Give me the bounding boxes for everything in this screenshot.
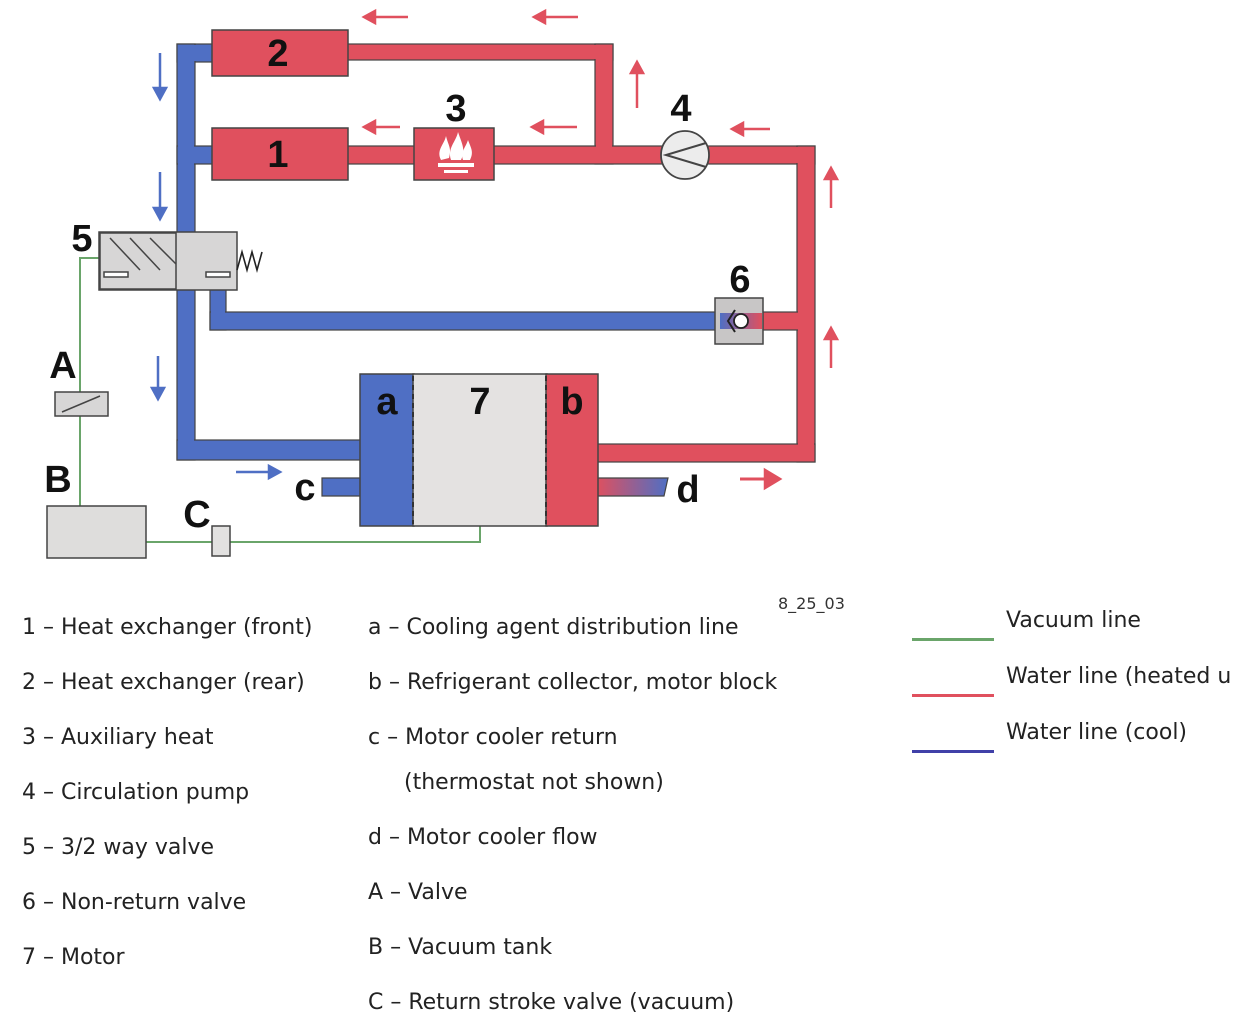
legend-item-continuation: (thermostat not shown) bbox=[404, 770, 664, 795]
cool-line-swatch bbox=[912, 750, 994, 753]
heat-exchanger-front bbox=[211, 127, 349, 181]
flow-arrows-cool bbox=[149, 53, 283, 481]
legend-item: B – Vacuum tank bbox=[368, 935, 553, 960]
legend-item: 7 – Motor bbox=[22, 945, 125, 970]
label-auxiliary-heat: 3 bbox=[445, 88, 466, 130]
vacuum-lines bbox=[79, 257, 481, 543]
label-a: a bbox=[376, 381, 398, 423]
component-legend: 1 – Heat exchanger (front) 2 – Heat exch… bbox=[22, 600, 312, 985]
label-circulation-pump: 4 bbox=[670, 88, 691, 130]
non-return-valve bbox=[714, 297, 764, 345]
cooling-circuit-diagram: 2 1 3 4 5 6 7 a b c d A B C bbox=[44, 8, 840, 559]
cooling-agent-distribution-line bbox=[359, 373, 415, 527]
label-C: C bbox=[183, 494, 210, 536]
return-stroke-valve bbox=[211, 525, 231, 557]
circulation-pump bbox=[660, 130, 710, 180]
legend-item: 4 – Circulation pump bbox=[22, 780, 250, 805]
valve-A bbox=[54, 391, 109, 417]
key-label: Vacuum line bbox=[1006, 608, 1141, 633]
legend-item: 5 – 3/2 way valve bbox=[22, 835, 215, 860]
legend-item: 2 – Heat exchanger (rear) bbox=[22, 670, 305, 695]
legend-item: 1 – Heat exchanger (front) bbox=[22, 615, 313, 640]
figure-code: 8_25_03 bbox=[778, 594, 845, 613]
motor-block bbox=[359, 373, 599, 527]
legend-item: C – Return stroke valve (vacuum) bbox=[368, 990, 735, 1015]
label-heat-exchanger-rear: 2 bbox=[267, 33, 288, 75]
motor bbox=[412, 373, 548, 527]
label-B: B bbox=[44, 459, 71, 501]
line-legend: a – Cooling agent distribution line b – … bbox=[368, 600, 777, 1030]
vacuum-line-swatch bbox=[912, 638, 994, 641]
legend-item: 6 – Non-return valve bbox=[22, 890, 247, 915]
flow-arrows-hot bbox=[361, 8, 840, 491]
label-three-two-way-valve: 5 bbox=[71, 218, 92, 260]
legend-item: d – Motor cooler flow bbox=[368, 825, 598, 850]
label-heat-exchanger-front: 1 bbox=[267, 134, 288, 176]
legend-item: a – Cooling agent distribution line bbox=[368, 615, 739, 640]
key-label: Water line (cool) bbox=[1006, 720, 1188, 745]
legend-item: 3 – Auxiliary heat bbox=[22, 725, 214, 750]
vacuum-tank bbox=[46, 505, 147, 559]
label-motor: 7 bbox=[469, 381, 490, 423]
label-b: b bbox=[560, 381, 583, 423]
hot-line-swatch bbox=[912, 694, 994, 697]
flame-icon bbox=[438, 132, 474, 173]
heat-exchanger-rear bbox=[211, 29, 349, 77]
motor-cooler-return-line bbox=[321, 477, 363, 497]
legend-item: c – Motor cooler return bbox=[368, 725, 618, 750]
refrigerant-collector bbox=[545, 373, 599, 527]
motor-cooler-flow-line bbox=[595, 477, 669, 497]
label-non-return-valve: 6 bbox=[729, 259, 750, 301]
legend-item: b – Refrigerant collector, motor block bbox=[368, 670, 778, 695]
three-two-way-valve bbox=[98, 231, 263, 291]
label-c: c bbox=[294, 467, 315, 509]
label-A: A bbox=[49, 345, 76, 387]
legend-item: A – Valve bbox=[368, 880, 468, 905]
key-label: Water line (heated up) bbox=[1006, 664, 1233, 689]
label-d: d bbox=[676, 469, 699, 511]
